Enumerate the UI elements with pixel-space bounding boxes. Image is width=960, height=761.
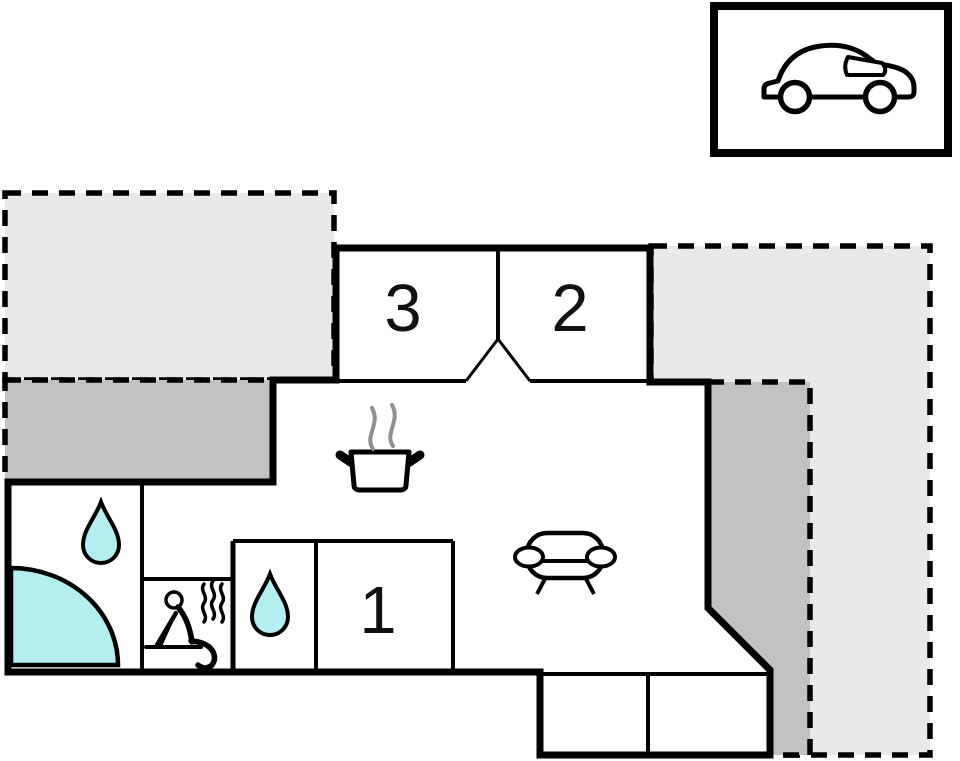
pot-body xyxy=(348,449,412,493)
sauna-person-arm xyxy=(154,610,179,648)
room-3-label: 3 xyxy=(384,271,421,346)
terrace-top-left-area xyxy=(2,190,337,383)
sofa-leg-left xyxy=(535,576,548,595)
room-1-label: 1 xyxy=(359,573,396,648)
room-2-label: 2 xyxy=(551,271,588,346)
interior-walls xyxy=(140,248,768,755)
sofa-armrest-left xyxy=(513,545,545,569)
car-wheel-rear xyxy=(777,79,813,115)
car-icon xyxy=(761,42,917,115)
sauna-person-head xyxy=(164,590,184,610)
water-drop-icon xyxy=(249,568,291,637)
covered-patio-left-area xyxy=(2,377,276,485)
steam-icon xyxy=(388,403,397,448)
sauna-person-leg xyxy=(188,638,218,671)
steam-icon xyxy=(368,406,377,451)
carport xyxy=(710,2,952,157)
water-drop-icon xyxy=(80,496,122,565)
car-wheel-front xyxy=(862,79,898,115)
door-bedroom2 xyxy=(496,338,532,382)
terrace-top-left xyxy=(2,190,337,383)
sauna-steam-1 xyxy=(200,582,208,624)
sauna-person-icon xyxy=(144,579,226,671)
sauna-steam-3 xyxy=(218,582,226,624)
door-bedroom3 xyxy=(464,338,500,382)
sauna-steam-2 xyxy=(209,579,217,621)
sofa-armrest-right xyxy=(585,545,617,569)
sauna-person-forearm xyxy=(159,621,173,647)
house-outline xyxy=(4,244,774,759)
car-window xyxy=(843,55,888,77)
sofa-icon xyxy=(513,530,617,595)
shower-corner-icon xyxy=(8,565,121,668)
cooking-pot-icon xyxy=(335,403,425,493)
covered-patio-left xyxy=(2,377,276,485)
bathroom-fixtures xyxy=(8,496,122,668)
sofa-leg-right xyxy=(583,576,596,595)
